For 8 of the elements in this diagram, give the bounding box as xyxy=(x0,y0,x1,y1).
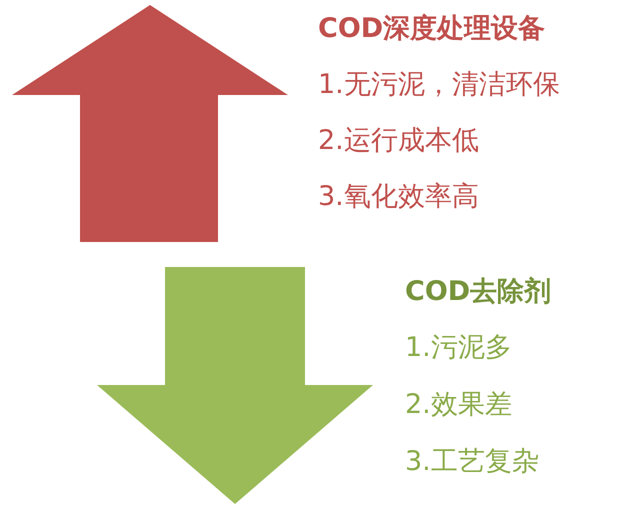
list-item: 3.工艺复杂 xyxy=(405,445,539,479)
heading-text: COD去除剂 xyxy=(405,275,552,309)
list-item: 2.效果差 xyxy=(405,388,512,422)
list-item: 3.氧化效率高 xyxy=(318,180,479,214)
list-item: 1.无污泥，清洁环保 xyxy=(318,68,560,102)
list-item: 1.污泥多 xyxy=(405,331,512,365)
list-item: 2.运行成本低 xyxy=(318,124,479,158)
heading-text: COD深度处理设备 xyxy=(318,12,546,46)
